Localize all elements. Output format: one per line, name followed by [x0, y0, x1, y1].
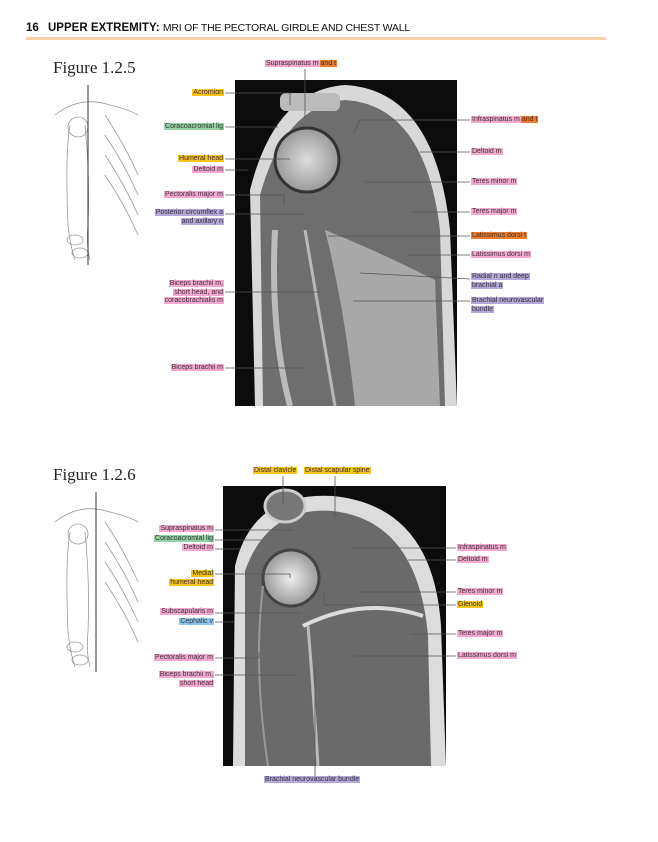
label-biceps-short-head: Biceps brachii m,short head: [158, 671, 214, 687]
label-supraspinatus: Supraspinatus m: [159, 525, 214, 532]
section-subtitle: MRI OF THE PECTORAL GIRDLE AND CHEST WAL…: [162, 22, 410, 34]
shoulder-orientation-diagram: [54, 492, 139, 672]
label-teres-major: Teres major m: [471, 208, 518, 215]
header-rule: [26, 37, 606, 40]
label-subscapularis: Subscapularis m: [160, 608, 214, 615]
label-infraspinatus: Infraspinatus m: [457, 544, 507, 551]
shoulder-orientation-diagram: [54, 85, 139, 265]
label-distal-clavicle: Distal clavicle: [253, 467, 298, 474]
label-deltoid-right: Deltoid m: [471, 148, 503, 155]
label-deltoid-left: Deltoid m: [192, 166, 224, 173]
label-brachial-bundle: Brachial neurovascular bundle: [264, 776, 361, 783]
label-teres-minor: Teres minor m: [457, 588, 504, 595]
label-humeral-head: Humeral head: [178, 155, 224, 162]
label-acromion: Acromion: [192, 89, 224, 96]
label-teres-major: Teres major m: [457, 630, 504, 637]
label-deltoid-right: Deltoid m: [457, 556, 489, 563]
mri-image-sagittal-2: [223, 486, 446, 766]
page-number: 16: [26, 22, 39, 34]
label-deltoid-left: Deltoid m: [182, 544, 214, 551]
label-pectoralis-major: Pectoralis major m: [164, 191, 224, 198]
label-teres-minor: Teres minor m: [471, 178, 518, 185]
label-latissimus-muscle: Latissimus dorsi m: [471, 251, 531, 258]
label-latissimus-tendon: Latissimus dorsi t: [471, 232, 528, 239]
label-cephalic-vein: Cephalic v: [179, 618, 214, 625]
label-distal-scapular-spine: Distal scapular spine: [304, 467, 371, 474]
mri-image-sagittal-1: [235, 80, 457, 406]
label-biceps-brachii: Biceps brachii m: [170, 364, 224, 371]
label-glenoid: Glenoid: [457, 601, 484, 608]
label-pectoralis-major: Pectoralis major m: [154, 654, 214, 661]
label-latissimus: Latissimus dorsi m: [457, 652, 517, 659]
label-coracoacromial-lig: Coracoacromial lig: [164, 123, 224, 130]
figure-title: Figure 1.2.5: [53, 58, 136, 77]
running-header: 16 UPPER EXTREMITY: MRI OF THE PECTORAL …: [26, 22, 410, 34]
section-title: UPPER EXTREMITY:: [48, 22, 160, 34]
label-coracoacromial-lig: Coracoacromial lig: [154, 535, 214, 542]
figure-title: Figure 1.2.6: [53, 465, 136, 484]
